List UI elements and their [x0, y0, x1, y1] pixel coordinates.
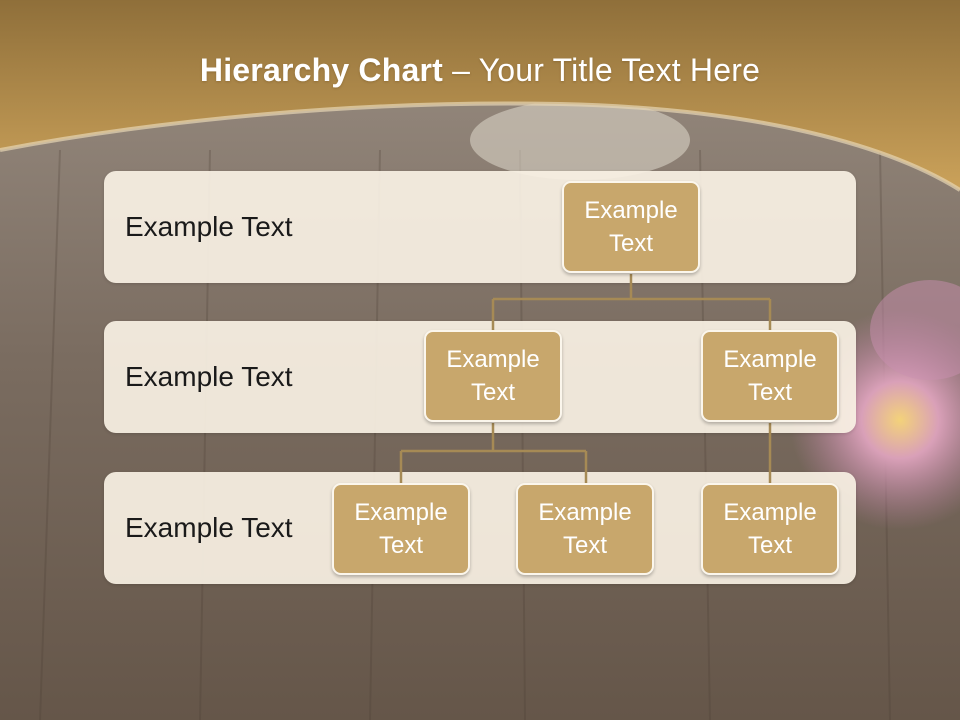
- node-root[interactable]: Example Text: [562, 181, 700, 273]
- page-title: Hierarchy Chart – Your Title Text Here: [0, 52, 960, 89]
- node-level3-a[interactable]: Example Text: [332, 483, 470, 575]
- node-level3-a-label: Example Text: [354, 499, 448, 559]
- level-label-2: Example Text: [125, 361, 293, 392]
- level-label-3: Example Text: [125, 512, 293, 543]
- title-bold: Hierarchy Chart: [199, 52, 443, 88]
- node-level2-left-label: Example Text: [446, 346, 540, 406]
- node-level2-right-label: Example Text: [723, 346, 817, 406]
- node-level3-c[interactable]: Example Text: [701, 483, 839, 575]
- node-level3-c-label: Example Text: [723, 499, 817, 559]
- title-rest: – Your Title Text Here: [443, 52, 761, 88]
- level-band-1: [104, 171, 856, 283]
- node-level3-b[interactable]: Example Text: [516, 483, 654, 575]
- node-level2-right[interactable]: Example Text: [701, 330, 839, 422]
- level-label-1: Example Text: [125, 211, 293, 242]
- node-level2-left[interactable]: Example Text: [424, 330, 562, 422]
- node-root-label: Example Text: [584, 197, 678, 257]
- node-level3-b-label: Example Text: [538, 499, 632, 559]
